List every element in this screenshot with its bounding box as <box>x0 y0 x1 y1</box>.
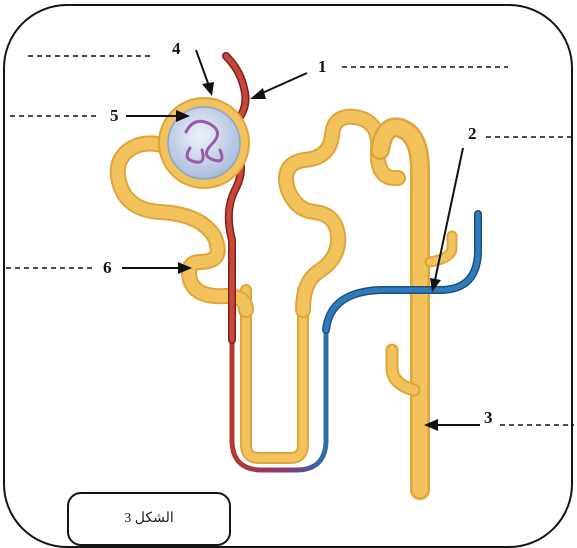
nephron-diagram: 4 1 5 2 6 3 <box>0 0 577 532</box>
label-4-text: 4 <box>172 39 181 58</box>
label-1-arrowhead <box>250 88 266 99</box>
bowmans-capsule <box>159 98 249 188</box>
label-6: 6 <box>6 258 192 277</box>
venule <box>326 214 478 330</box>
label-6-text: 6 <box>103 258 112 277</box>
label-1-text: 1 <box>318 57 327 76</box>
loop-of-henle <box>246 290 303 458</box>
label-5-text: 5 <box>110 106 119 125</box>
label-3-text: 3 <box>484 408 493 427</box>
caption-box: الشكل 3 <box>67 492 231 546</box>
label-4: 4 <box>28 39 214 96</box>
label-4-arrowhead <box>202 82 214 96</box>
tubules <box>118 117 452 490</box>
label-2-text: 2 <box>468 124 477 143</box>
label-1: 1 <box>250 57 508 99</box>
label-3: 3 <box>424 408 574 431</box>
caption-text: الشكل 3 <box>69 510 229 527</box>
label-2: 2 <box>430 124 572 292</box>
